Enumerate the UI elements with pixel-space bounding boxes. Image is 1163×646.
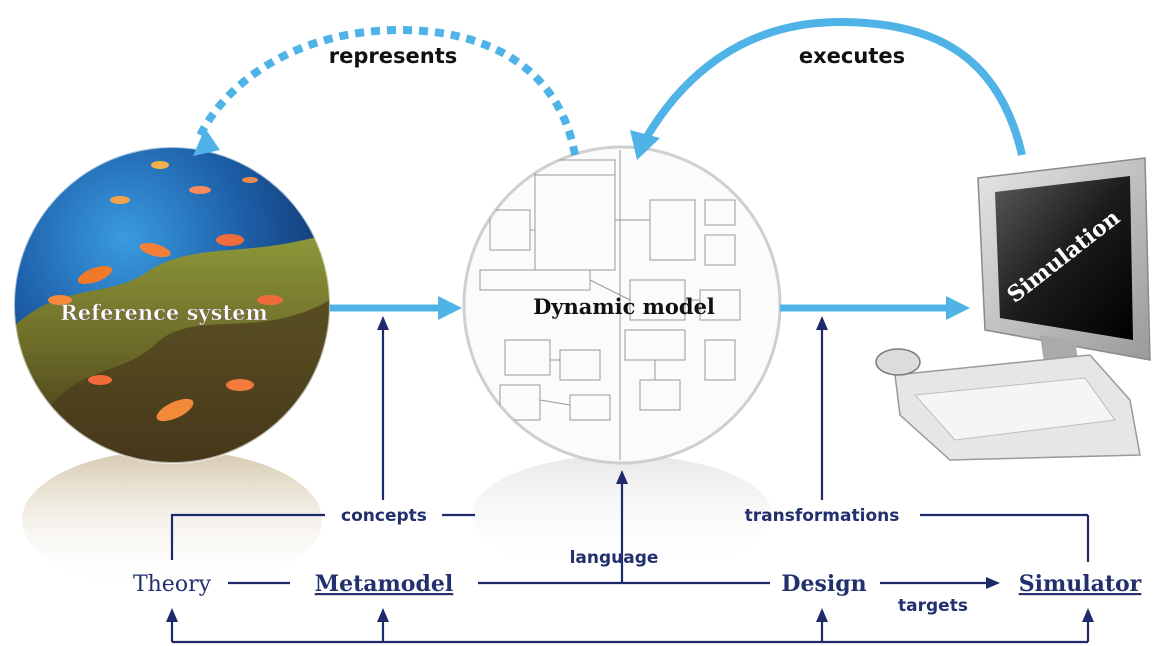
represents-arrowhead bbox=[193, 128, 220, 156]
model-to-computer-arrowhead bbox=[946, 296, 970, 320]
uml-sketch bbox=[479, 150, 741, 460]
represents-arrow bbox=[194, 25, 579, 156]
executes-label: executes bbox=[799, 44, 905, 68]
mouse bbox=[875, 348, 921, 376]
theory-node: Theory bbox=[133, 572, 212, 597]
dynamic-model-label: Dynamic model bbox=[533, 294, 715, 319]
reference-to-model-arrowhead bbox=[438, 296, 462, 320]
dark-arrowheads bbox=[166, 316, 1094, 622]
metamodel-node: Metamodel bbox=[315, 571, 453, 597]
targets-label: targets bbox=[898, 596, 968, 616]
concepts-label: concepts bbox=[341, 506, 427, 526]
represents-label: represents bbox=[329, 44, 457, 68]
executes-arrow bbox=[641, 17, 1026, 156]
monitor-screen bbox=[995, 176, 1133, 340]
language-label: language bbox=[570, 548, 659, 568]
dynamic-model-circle: Dynamic model bbox=[462, 145, 782, 465]
reference-system-circle: Reference system bbox=[13, 146, 331, 464]
simulator-node: Simulator bbox=[1019, 571, 1142, 597]
transformations-label: transformations bbox=[745, 506, 900, 526]
design-node: Design bbox=[781, 571, 866, 597]
executes-arrowhead bbox=[630, 130, 660, 160]
computer-illustration: Simulation bbox=[875, 157, 1151, 461]
reference-system-label: Reference system bbox=[60, 300, 268, 325]
bottom-connectors bbox=[170, 325, 1090, 644]
